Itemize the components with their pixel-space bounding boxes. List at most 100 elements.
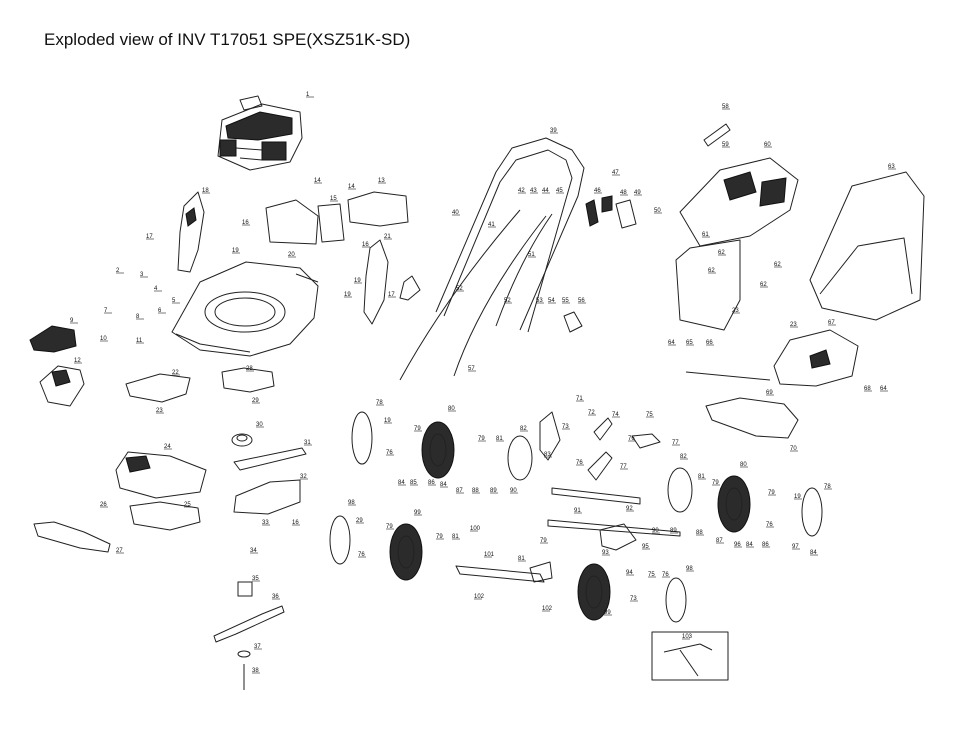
callout-number: 2 [116, 268, 120, 274]
callout-number: 81 [452, 534, 459, 540]
callout-number: 84 [810, 550, 817, 556]
callout-number: 63 [888, 164, 895, 170]
callout-bearing-90b: 90 [652, 528, 660, 534]
callout-pin-2: 2 [116, 268, 124, 274]
callout-number: 5 [172, 298, 176, 304]
callout-knob-4: 4 [154, 286, 162, 292]
callout-grip-40: 40 [452, 210, 460, 216]
callout-number: 25 [184, 502, 191, 508]
callout-number: 79 [540, 538, 547, 544]
callout-clip-62c: 62 [774, 262, 782, 268]
callout-bearing-29: 29 [252, 398, 260, 404]
callout-number: 36 [272, 594, 279, 600]
callout-washer-85a: 85 [410, 480, 418, 486]
callout-nut-94: 94 [626, 570, 634, 576]
callout-number: 52 [456, 286, 463, 292]
callout-nut-76f: 76 [662, 572, 670, 578]
callout-clip-52a: 52 [456, 286, 464, 292]
callout-number: 68 [864, 386, 871, 392]
callout-number: 72 [588, 410, 595, 416]
callout-number: 76 [386, 450, 393, 456]
callout-number: 86 [762, 542, 769, 548]
callout-number: 80 [448, 406, 455, 412]
callout-lever-48: 48 [620, 190, 628, 196]
callout-nut-19e: 19 [794, 494, 802, 500]
callout-number: 70 [790, 446, 797, 452]
callout-washer-79a: 79 [414, 426, 422, 432]
callout-guard-12: 12 [74, 358, 82, 364]
callout-cover-9: 9 [70, 318, 78, 324]
flap-13-illustration [265, 191, 409, 245]
rear-cover-18-illustration [177, 191, 205, 273]
callout-indicator-58: 58 [722, 104, 730, 110]
callout-nut-97: 97 [792, 544, 800, 550]
callout-gear-82b: 82 [680, 454, 688, 460]
callout-pin-77b: 77 [620, 464, 628, 470]
callout-number: 17 [146, 234, 153, 240]
callout-cap-71: 71 [576, 396, 584, 402]
callout-number: 4 [154, 286, 158, 292]
callout-number: 82 [520, 426, 527, 432]
wheels-illustration [329, 411, 823, 623]
callout-number: 102 [542, 606, 553, 612]
callout-cable-42: 42 [518, 188, 526, 194]
callout-spring-65: 65 [686, 340, 694, 346]
callout-number: 76 [628, 436, 635, 442]
callout-nut-81c: 81 [452, 534, 460, 540]
callout-number: 78 [824, 484, 831, 490]
callout-deck-20: 20 [288, 252, 296, 258]
callout-number: 37 [254, 644, 261, 650]
callout-number: 57 [468, 366, 475, 372]
callout-washer-84c: 84 [746, 542, 754, 548]
callout-number: 46 [594, 188, 601, 194]
callout-screw-50: 50 [654, 208, 662, 214]
callout-number: 41 [488, 222, 495, 228]
callout-number: 77 [620, 464, 627, 470]
callout-number: 47 [612, 170, 619, 176]
callout-number: 73 [562, 424, 569, 430]
callout-nut-81a: 81 [496, 436, 504, 442]
callout-number: 84 [746, 542, 753, 548]
callout-number: 29 [252, 398, 259, 404]
callout-number: 14 [348, 184, 355, 190]
callout-number: 6 [158, 308, 162, 314]
callout-number: 76 [358, 552, 365, 558]
callout-number: 64 [880, 386, 887, 392]
callout-number: 87 [716, 538, 723, 544]
callout-bushing-93: 93 [602, 550, 610, 556]
callout-number: 23 [732, 308, 739, 314]
callout-number: 18 [202, 188, 209, 194]
callout-lever-56: 56 [578, 298, 586, 304]
callout-number: 88 [696, 530, 703, 536]
callout-housing-24: 24 [164, 444, 172, 450]
callout-bolt-84a: 84 [398, 480, 406, 486]
callout-nut-88b: 88 [696, 530, 704, 536]
belt-blade-illustration [213, 433, 307, 690]
callout-number: 24 [164, 444, 171, 450]
callout-belt-31: 31 [304, 440, 312, 446]
callout-bolt-95: 95 [642, 544, 650, 550]
callout-number: 48 [620, 190, 627, 196]
callout-catcher-top-60: 60 [764, 142, 772, 148]
callout-washer-73: 73 [630, 596, 638, 602]
callout-pulley-30: 30 [256, 422, 264, 428]
callout-clip-41: 41 [488, 222, 496, 228]
callout-screw-14b: 14 [348, 184, 356, 190]
callout-number: 19 [354, 278, 361, 284]
callout-number: 76 [662, 572, 669, 578]
callout-number: 8 [136, 314, 140, 320]
callout-number: 91 [574, 508, 581, 514]
callout-bushing-86b: 86 [762, 542, 770, 548]
callout-number: 49 [634, 190, 641, 196]
callout-number: 7 [104, 308, 108, 314]
callout-nut-29: 29 [356, 518, 364, 524]
callout-number: 82 [680, 454, 687, 460]
callout-number: 84 [440, 482, 447, 488]
callout-nut-19b: 19 [354, 278, 362, 284]
callout-nut-79g: 79 [540, 538, 548, 544]
callout-bag-63: 63 [888, 164, 896, 170]
callout-number: 75 [646, 412, 653, 418]
callout-number: 40 [452, 210, 459, 216]
callout-pin-59: 59 [722, 142, 730, 148]
